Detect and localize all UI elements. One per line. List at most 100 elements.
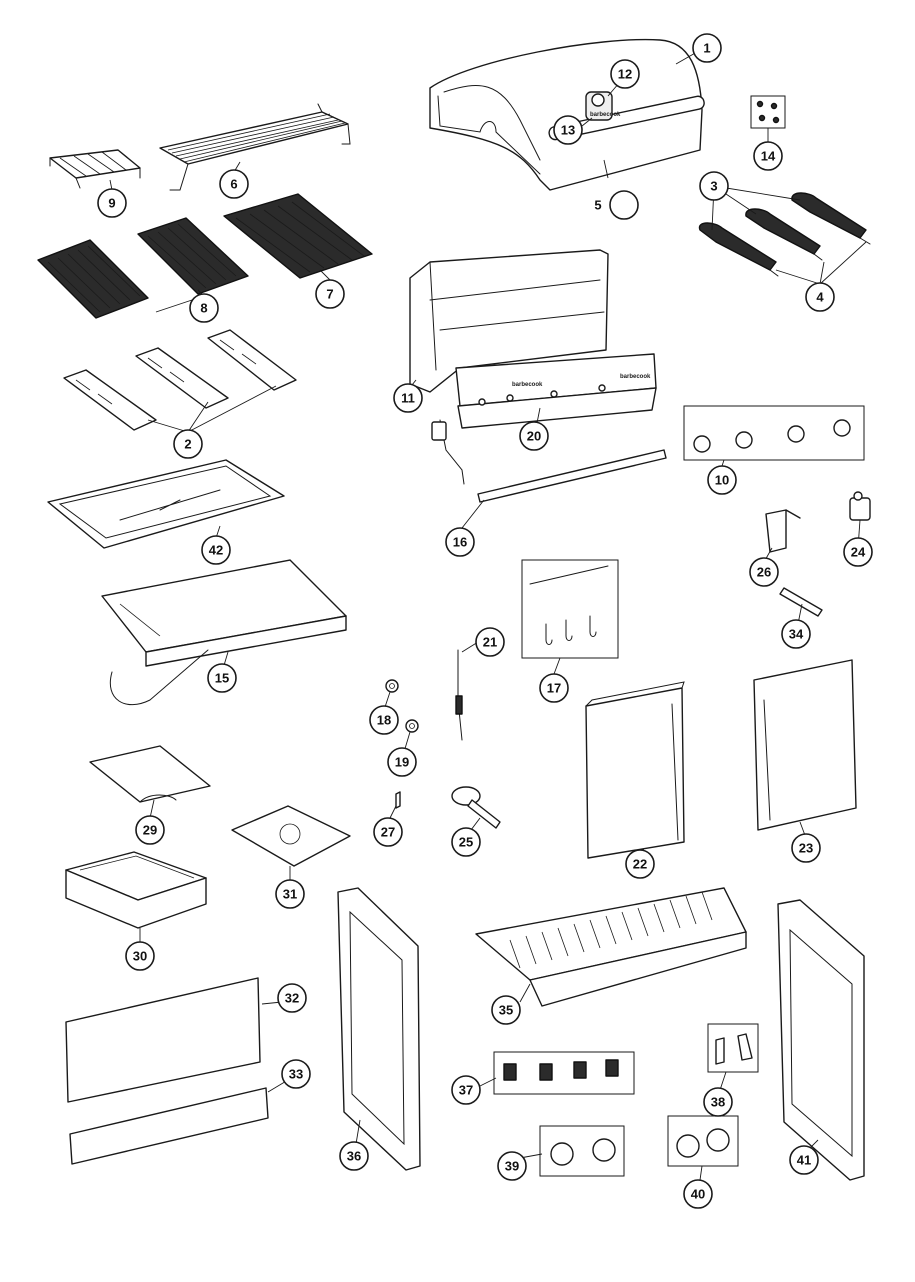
- callout-9: 9: [97, 188, 127, 218]
- part-valve-27: [395, 791, 401, 809]
- part-casters-39: [539, 1125, 625, 1177]
- svg-text:13: 13: [561, 123, 575, 138]
- callout-38: 38: [703, 1087, 733, 1117]
- svg-text:16: 16: [453, 535, 467, 550]
- callout-11: 11: [393, 383, 423, 413]
- svg-text:18: 18: [377, 713, 391, 728]
- svg-text:6: 6: [230, 177, 237, 192]
- svg-text:41: 41: [797, 1153, 811, 1168]
- callout-8: 8: [189, 293, 219, 323]
- part-clips-box: [707, 1023, 759, 1073]
- part-side-burner-plate: [231, 805, 351, 867]
- part-ignitor: [849, 491, 871, 521]
- svg-text:34: 34: [789, 627, 804, 642]
- svg-text:22: 22: [633, 857, 647, 872]
- part-side-shelf: [101, 559, 347, 706]
- part-frame-right: [777, 899, 865, 1181]
- callout-12: 12: [610, 59, 640, 89]
- callout-32: 32: [277, 983, 307, 1013]
- part-knobs: [683, 405, 865, 461]
- part-frame-left: [337, 887, 421, 1171]
- part-bracket: [765, 509, 801, 553]
- part-side-burner-cover: [89, 745, 211, 803]
- part-grate-middle: [137, 217, 249, 295]
- svg-text:29: 29: [143, 823, 157, 838]
- callout-16: 16: [445, 527, 475, 557]
- part-side-burner-box: [65, 851, 207, 929]
- callout-10: 10: [707, 465, 737, 495]
- part-grate-left: [37, 239, 149, 319]
- svg-text:15: 15: [215, 671, 229, 686]
- part-screws-box: [750, 95, 786, 129]
- callout-20: 20: [519, 421, 549, 451]
- callout-23: 23: [791, 833, 821, 863]
- part-door-right: [753, 659, 857, 831]
- callout-25: 25: [451, 827, 481, 857]
- callout-22: 22: [625, 849, 655, 879]
- part-feet-box: [493, 1051, 635, 1095]
- svg-text:24: 24: [851, 545, 866, 560]
- part-rail: [477, 449, 667, 503]
- callout-18: 18: [369, 705, 399, 735]
- svg-text:4: 4: [816, 290, 824, 305]
- part-clip: [779, 587, 823, 617]
- part-nut-19: [405, 719, 419, 733]
- callout-17: 17: [539, 673, 569, 703]
- callout-27: 27: [373, 817, 403, 847]
- part-drip-tray: [47, 459, 285, 549]
- callout-40: 40: [683, 1179, 713, 1209]
- part-burners: [698, 192, 871, 277]
- svg-text:26: 26: [757, 565, 771, 580]
- callout-2: 2: [173, 429, 203, 459]
- part-nut-18: [385, 679, 399, 693]
- callout-1: 1: [692, 33, 722, 63]
- svg-text:2: 2: [184, 437, 191, 452]
- svg-text:1: 1: [703, 41, 710, 56]
- svg-text:20: 20: [527, 429, 541, 444]
- svg-text:31: 31: [283, 887, 297, 902]
- callout-6: 6: [219, 169, 249, 199]
- svg-text:38: 38: [711, 1095, 725, 1110]
- callout-7: 7: [315, 279, 345, 309]
- part-side-burner: [451, 786, 501, 829]
- callout-15: 15: [207, 663, 237, 693]
- svg-text:7: 7: [326, 287, 333, 302]
- callout-26: 26: [749, 557, 779, 587]
- part-door-left: [585, 681, 685, 859]
- svg-text:9: 9: [108, 196, 115, 211]
- callout-41: 41: [789, 1145, 819, 1175]
- callout-37: 37: [451, 1075, 481, 1105]
- svg-text:37: 37: [459, 1083, 473, 1098]
- svg-text:25: 25: [459, 835, 473, 850]
- callout-13: 13: [553, 115, 583, 145]
- svg-text:17: 17: [547, 681, 561, 696]
- callout-30: 30: [125, 941, 155, 971]
- svg-text:32: 32: [285, 991, 299, 1006]
- part-warming-rack: [159, 103, 351, 191]
- svg-text:33: 33: [289, 1067, 303, 1082]
- callout-4: 4: [805, 282, 835, 312]
- callout-36: 36: [339, 1141, 369, 1171]
- svg-text:23: 23: [799, 841, 813, 856]
- svg-text:30: 30: [133, 949, 147, 964]
- callout-29: 29: [135, 815, 165, 845]
- part-ignitor-wire: [455, 649, 463, 741]
- svg-text:3: 3: [710, 179, 717, 194]
- callout-19: 19: [387, 747, 417, 777]
- callout-39: 39: [497, 1151, 527, 1181]
- svg-text:14: 14: [761, 149, 776, 164]
- svg-text:42: 42: [209, 543, 223, 558]
- part-bottom-shelf: [475, 887, 747, 1007]
- callout-21: 21: [475, 627, 505, 657]
- svg-text:5: 5: [594, 198, 601, 213]
- part-grate-right: [223, 193, 373, 279]
- svg-text:39: 39: [505, 1159, 519, 1174]
- part-flame-tamers: [63, 329, 297, 431]
- part-small-rack: [49, 149, 141, 189]
- svg-text:35: 35: [499, 1003, 513, 1018]
- callout-33: 33: [281, 1059, 311, 1089]
- lid-brand-label: barbecook: [590, 112, 621, 118]
- svg-text:27: 27: [381, 825, 395, 840]
- firebox-brand-left: barbecook: [512, 382, 543, 388]
